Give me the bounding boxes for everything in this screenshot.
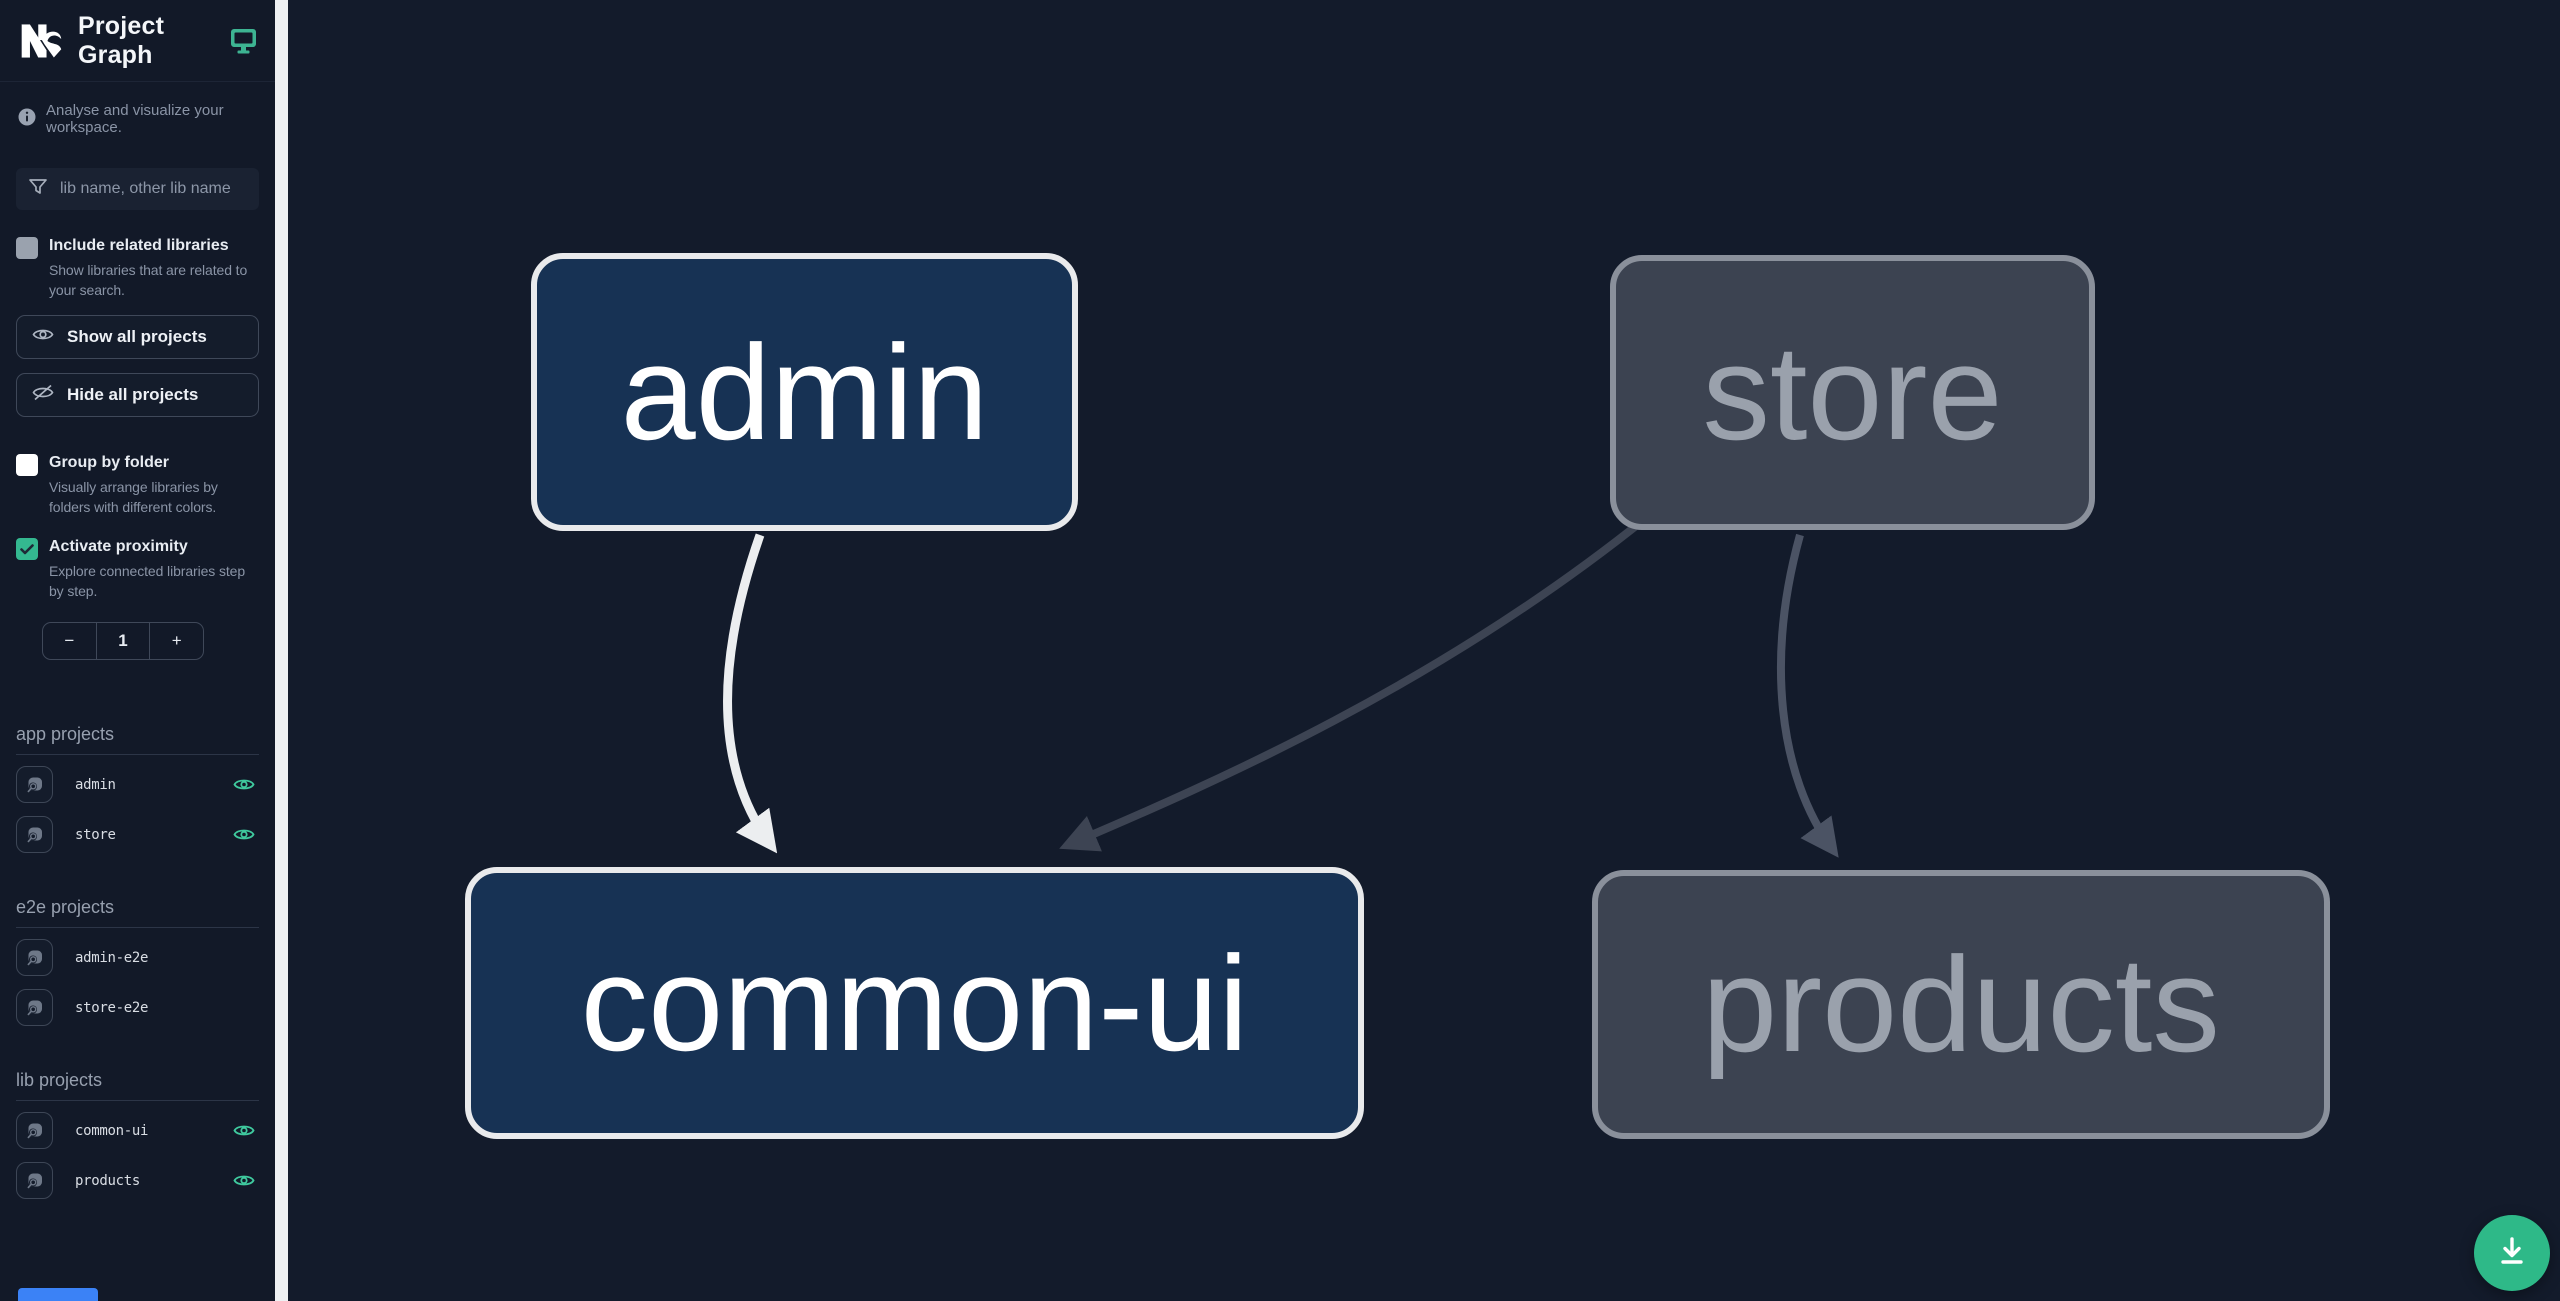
- project-row-products: products: [16, 1161, 259, 1201]
- graph-node-admin[interactable]: admin: [531, 253, 1078, 531]
- node-label: admin: [620, 316, 989, 468]
- project-row-admin: admin: [16, 765, 259, 805]
- group-by-folder-checkbox[interactable]: [16, 453, 38, 476]
- project-row-store: store: [16, 815, 259, 855]
- edge-admin-to-common-ui[interactable]: [723, 533, 778, 854]
- stepper-decrement-button[interactable]: −: [64, 630, 75, 650]
- project-row-common-ui: common-ui: [16, 1111, 259, 1151]
- tagline-text: Analyse and visualize your workspace.: [46, 102, 224, 136]
- toggle-visibility-eye-icon[interactable]: [233, 826, 259, 844]
- section-app-projects: app projects: [16, 724, 259, 755]
- search-input[interactable]: [60, 180, 267, 198]
- proximity-stepper: − 1 +: [42, 621, 204, 660]
- group-by-folder-description: Visually arrange libraries by folders wi…: [49, 478, 218, 515]
- graph-node-common-ui[interactable]: common-ui: [465, 867, 1364, 1139]
- focus-project-button[interactable]: [16, 816, 53, 854]
- node-label: products: [1702, 929, 2220, 1080]
- toggle-visibility-eye-icon[interactable]: [233, 1172, 259, 1190]
- download-icon: [2492, 1231, 2532, 1276]
- project-row-admin-e2e: admin-e2e: [16, 938, 259, 978]
- proximity-description: Explore connected libraries step by step…: [49, 563, 246, 600]
- sidebar-resize-divider[interactable]: [275, 0, 288, 1301]
- focus-project-button[interactable]: [16, 989, 53, 1027]
- focus-project-button[interactable]: [16, 1112, 53, 1150]
- section-lib-projects: lib projects: [16, 1070, 259, 1101]
- group-by-folder-label: Group by folder: [49, 453, 169, 471]
- section-e2e-projects: e2e projects: [16, 897, 259, 928]
- nx-logo-icon: [18, 18, 64, 64]
- focus-project-button[interactable]: [16, 766, 53, 804]
- toggle-visibility-eye-icon[interactable]: [233, 776, 259, 794]
- hide-all-projects-label: Hide all projects: [67, 384, 199, 404]
- project-name: common-ui: [75, 1122, 149, 1139]
- edge-store-to-common-ui[interactable]: [1059, 514, 1649, 852]
- focus-project-button[interactable]: [16, 939, 53, 977]
- sidebar: Project Graph Analyse and visualize your…: [0, 0, 275, 1301]
- include-related-checkbox[interactable]: [16, 237, 38, 259]
- proximity-block: Activate proximity Explore connected lib…: [0, 537, 275, 602]
- graph-edges: [723, 514, 1839, 858]
- graph-node-products[interactable]: products: [1592, 870, 2330, 1139]
- project-name: admin-e2e: [75, 949, 149, 966]
- app-header: Project Graph: [0, 0, 275, 82]
- proximity-checkbox[interactable]: [16, 538, 38, 561]
- bottom-blue-indicator: [18, 1288, 98, 1301]
- focus-project-button[interactable]: [16, 1162, 53, 1200]
- stepper-value: 1: [95, 622, 150, 659]
- proximity-label: Activate proximity: [49, 538, 188, 556]
- tagline-row: Analyse and visualize your workspace.: [0, 82, 275, 142]
- page-title: Project Graph: [78, 11, 165, 69]
- include-related-description: Show libraries that are related to your …: [49, 262, 248, 299]
- include-related-block: Include related libraries Show libraries…: [0, 236, 275, 301]
- toggle-visibility-eye-icon[interactable]: [233, 1122, 259, 1140]
- eye-off-icon: [32, 384, 54, 406]
- show-all-projects-button[interactable]: Show all projects: [16, 314, 259, 359]
- project-row-store-e2e: store-e2e: [16, 988, 259, 1028]
- show-all-projects-label: Show all projects: [67, 326, 207, 346]
- hide-all-projects-button[interactable]: Hide all projects: [16, 372, 259, 417]
- eye-icon: [32, 327, 54, 347]
- edge-store-to-products[interactable]: [1777, 533, 1839, 858]
- include-related-label: Include related libraries: [49, 237, 229, 254]
- info-icon: [18, 108, 36, 130]
- project-name: admin: [75, 776, 116, 793]
- node-label: store: [1702, 317, 2003, 468]
- download-graph-button[interactable]: [2474, 1215, 2550, 1291]
- graph-node-store[interactable]: store: [1610, 255, 2095, 530]
- filter-icon: [28, 178, 48, 201]
- node-label: common-ui: [580, 927, 1249, 1079]
- group-by-folder-block: Group by folder Visually arrange librari…: [0, 453, 275, 518]
- project-name: products: [75, 1172, 141, 1189]
- monitor-icon[interactable]: [230, 28, 257, 54]
- project-name: store-e2e: [75, 999, 149, 1016]
- search-box: [16, 168, 267, 210]
- graph-canvas[interactable]: admin store common-ui products: [288, 0, 2560, 1301]
- project-name: store: [75, 826, 116, 843]
- stepper-increment-button[interactable]: +: [149, 622, 203, 659]
